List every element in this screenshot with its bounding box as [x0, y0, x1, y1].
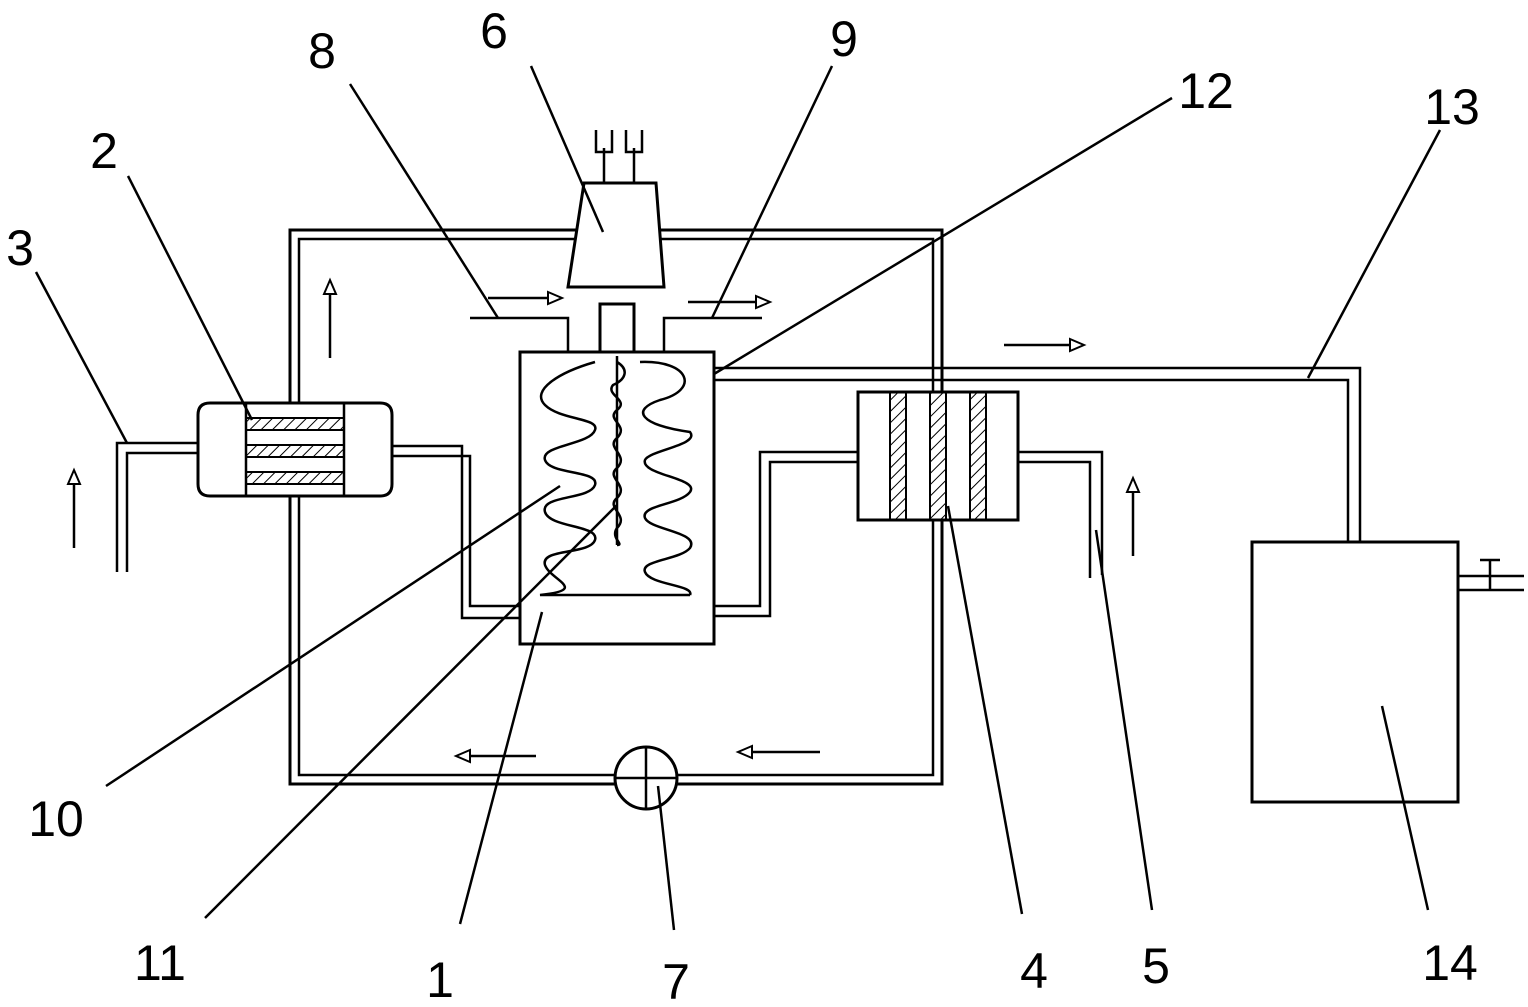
right-feed-pipe	[714, 450, 858, 618]
left-feed-pipe	[385, 444, 520, 620]
product-pipe	[714, 366, 1362, 542]
label-3: 3	[6, 220, 34, 276]
label-5: 5	[1142, 938, 1170, 994]
motor	[566, 130, 666, 289]
left-coil	[539, 360, 690, 597]
separator-unit	[856, 390, 1020, 522]
outlet-pipe	[1018, 450, 1104, 578]
storage-tank	[1250, 540, 1524, 804]
label-1: 1	[426, 952, 454, 1007]
label-9: 9	[830, 11, 858, 67]
label-12: 12	[1178, 63, 1234, 119]
label-11: 11	[134, 935, 186, 991]
label-8: 8	[308, 23, 336, 79]
right-coil	[639, 360, 693, 596]
leader-lines	[34, 65, 1442, 931]
filter-unit	[196, 401, 394, 498]
label-10: 10	[28, 791, 84, 847]
label-6: 6	[480, 3, 508, 59]
pump	[613, 745, 679, 811]
label-7: 7	[662, 954, 690, 1007]
label-4: 4	[1020, 943, 1048, 999]
inlet-pipe	[115, 441, 200, 572]
label-2: 2	[90, 123, 118, 179]
label-14: 14	[1422, 935, 1478, 991]
flow-arrows	[66, 277, 1141, 764]
stirrer-shaft	[610, 356, 626, 547]
label-13: 13	[1424, 79, 1480, 135]
